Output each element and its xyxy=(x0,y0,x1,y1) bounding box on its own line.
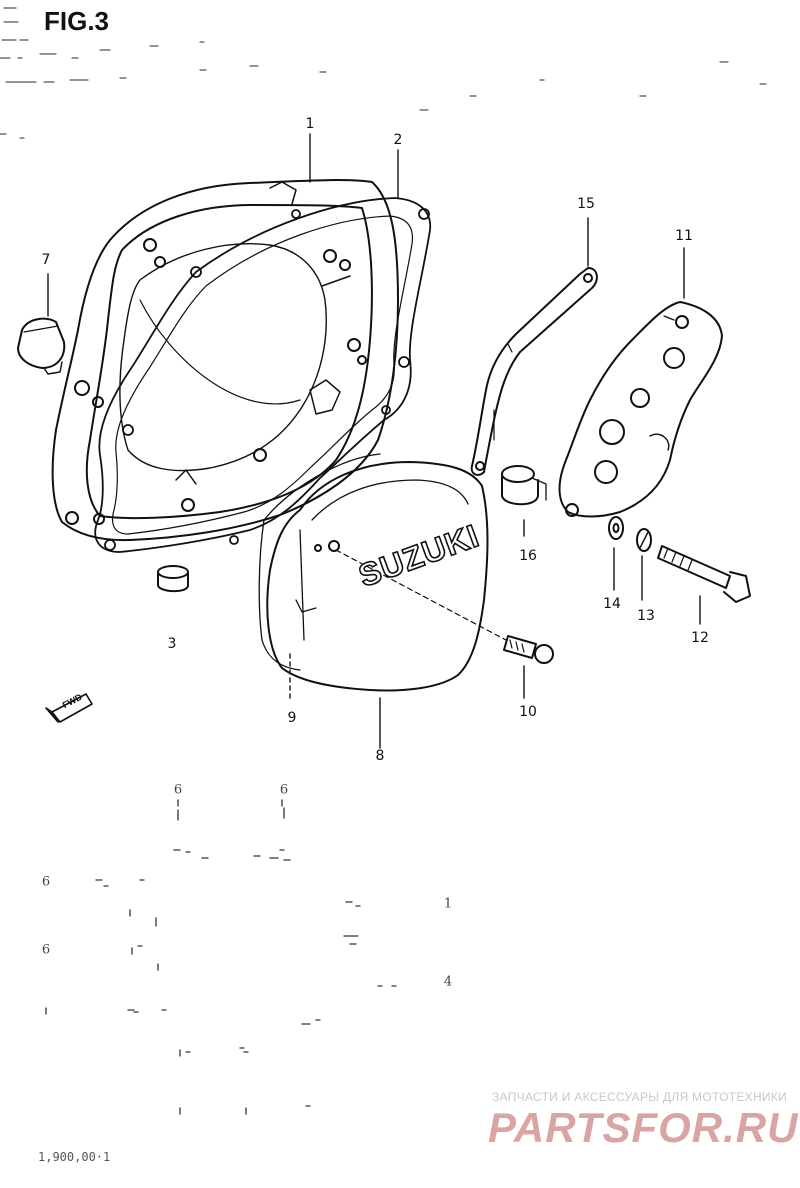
faint-label: 6 xyxy=(173,782,183,798)
part-3-dowel-pin xyxy=(157,565,189,593)
callout-10: 10 xyxy=(519,704,537,720)
part-7-plug xyxy=(17,317,66,375)
callout-15: 15 xyxy=(577,196,595,212)
part-9-cover-gasket xyxy=(258,453,381,671)
faint-label: 4 xyxy=(443,974,453,990)
part-12-bolt xyxy=(657,545,751,603)
part-11-plate xyxy=(558,301,723,518)
callout-14: 14 xyxy=(603,596,621,612)
callout-12: 12 xyxy=(691,630,709,646)
callout-7: 7 xyxy=(41,252,51,268)
leader-lines xyxy=(47,133,701,749)
part-15-bracket xyxy=(470,267,598,476)
faint-label: 6 xyxy=(279,782,289,798)
fwd-arrow-icon xyxy=(45,693,93,723)
part-13-lock-washer xyxy=(636,528,652,552)
callout-16: 16 xyxy=(519,548,537,564)
callout-11: 11 xyxy=(675,228,693,244)
figure-title: FIG.3 xyxy=(44,6,110,36)
part-8-generator-cover xyxy=(266,461,489,692)
watermark-tagline: ЗАПЧАСТИ И АКСЕССУАРЫ ДЛЯ МОТОТЕХНИКИ xyxy=(492,1090,788,1104)
part-16-spacer xyxy=(501,465,547,506)
centerline-cover-screw xyxy=(335,549,507,641)
callout-9: 9 xyxy=(287,710,297,726)
part-10-screw xyxy=(503,635,554,664)
callout-8: 8 xyxy=(375,748,385,764)
faint-label: 6 xyxy=(41,874,51,890)
part-14-washer xyxy=(608,516,624,540)
callout-3: 3 xyxy=(167,636,177,652)
callout-13: 13 xyxy=(637,608,655,624)
part-1-crankcase-cover xyxy=(51,179,399,542)
watermark-logo: PARTSFOR.RU xyxy=(488,1104,799,1151)
scan-noise xyxy=(0,7,767,139)
faint-marks xyxy=(45,799,397,1115)
part-2-gasket xyxy=(94,197,431,553)
callout-1: 1 xyxy=(305,116,315,132)
callout-2: 2 xyxy=(393,132,403,148)
faint-label: 6 xyxy=(41,942,51,958)
scan-code: 1,900,00·1 xyxy=(38,1150,111,1164)
faint-label: 1 xyxy=(443,896,453,912)
